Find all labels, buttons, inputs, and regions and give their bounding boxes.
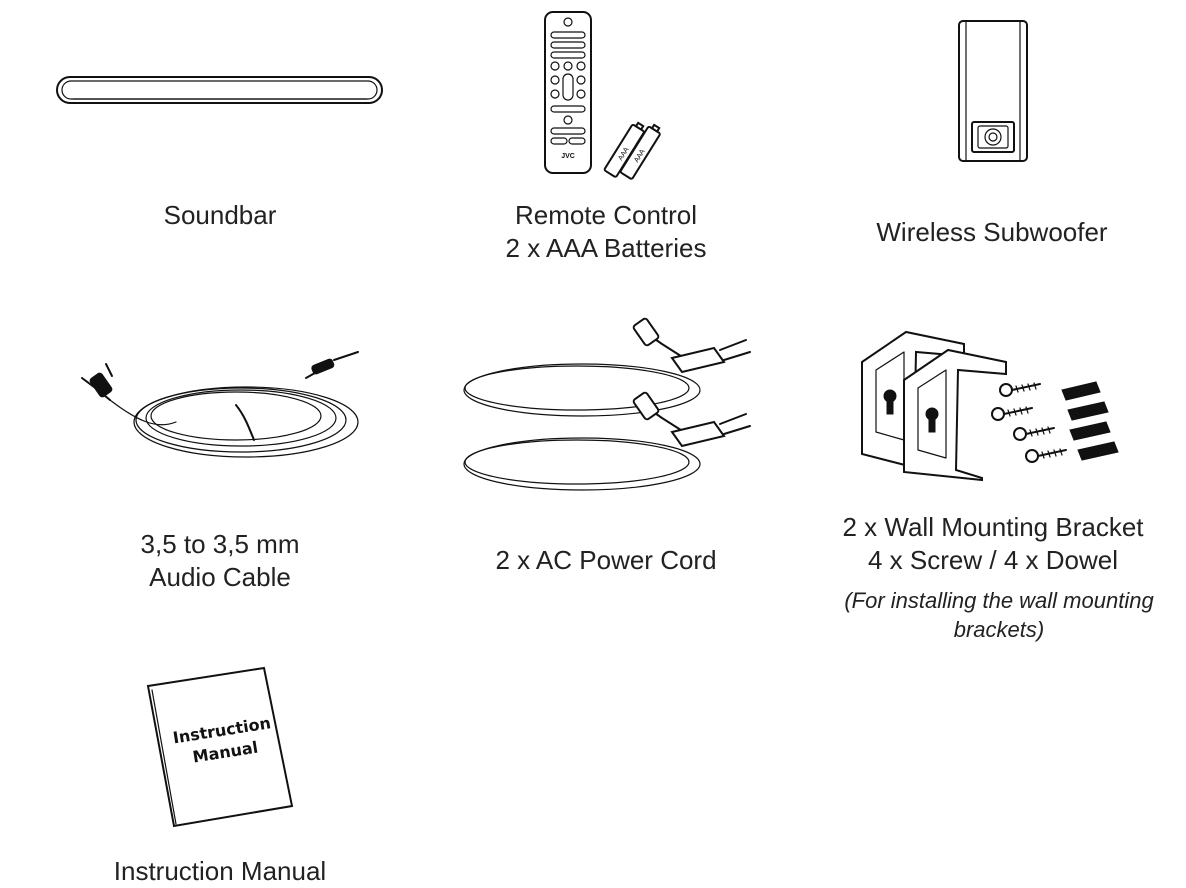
soundbar-label: Soundbar [163, 200, 277, 230]
wall-bracket-note: (For installing the wall mounting bracke… [844, 588, 1154, 642]
audio-cable-illustration [76, 350, 366, 470]
remote-brand-text: JVC [561, 153, 575, 160]
remote-control-illustration: JVC [543, 10, 593, 175]
subwoofer-illustration [956, 18, 1032, 164]
power-cord-illustration [462, 317, 758, 496]
audio-cable-label: 3,5 to 3,5 mm Audio Cable [60, 528, 380, 594]
remote-control-label-line1: Remote Control [514, 200, 698, 230]
remote-control-label: Remote Control 2 x AAA Batteries [446, 199, 766, 265]
remote-control-label-line2: 2 x AAA Batteries [505, 233, 707, 263]
instruction-manual-illustration: Instruction Manual [144, 664, 300, 832]
wall-bracket-illustration [856, 322, 1124, 482]
instruction-manual-label: Instruction Manual [113, 856, 327, 886]
audio-cable-label-line2: Audio Cable [149, 562, 291, 592]
wall-bracket-label: 2 x Wall Mounting Bracket 4 x Screw / 4 … [806, 511, 1180, 577]
audio-cable-label-line1: 3,5 to 3,5 mm [140, 529, 300, 559]
soundbar-illustration [55, 74, 385, 106]
wall-bracket-label-line2: 4 x Screw / 4 x Dowel [868, 545, 1118, 575]
wall-bracket-label-line1: 2 x Wall Mounting Bracket [842, 512, 1144, 542]
batteries-illustration: AAA AAA [596, 112, 668, 180]
power-cord-label: 2 x AC Power Cord [495, 545, 717, 575]
subwoofer-label: Wireless Subwoofer [876, 217, 1108, 247]
